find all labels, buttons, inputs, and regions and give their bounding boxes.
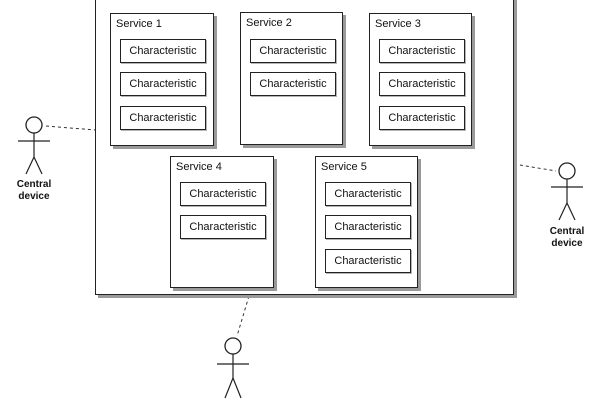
- connector-bottom: [236, 295, 250, 337]
- actor-figure-bottom: [217, 337, 249, 399]
- service-title: Service 2: [246, 17, 292, 29]
- characteristic: Characteristic: [379, 72, 465, 96]
- service-title: Service 4: [176, 161, 222, 173]
- service-title: Service 5: [321, 161, 367, 173]
- characteristic: Characteristic: [379, 106, 465, 130]
- characteristic: Characteristic: [120, 106, 206, 130]
- service-3: Service 3 Characteristic Characteristic …: [369, 13, 472, 146]
- service-title: Service 1: [116, 18, 162, 30]
- actor-label-right: Central device: [549, 226, 585, 249]
- characteristic: Characteristic: [325, 249, 411, 273]
- characteristic: Characteristic: [180, 182, 266, 206]
- service-title: Service 3: [375, 18, 421, 30]
- service-1: Service 1 Characteristic Characteristic …: [110, 13, 214, 146]
- characteristic: Characteristic: [379, 39, 465, 63]
- service-5: Service 5 Characteristic Characteristic …: [315, 156, 418, 288]
- characteristic: Characteristic: [325, 215, 411, 239]
- actor-label-left: Central device: [16, 179, 52, 202]
- service-2: Service 2 Characteristic Characteristic: [240, 12, 343, 145]
- characteristic: Characteristic: [325, 182, 411, 206]
- actor-figure-left: [18, 116, 50, 175]
- characteristic: Characteristic: [120, 72, 206, 96]
- service-4: Service 4 Characteristic Characteristic: [170, 156, 274, 288]
- characteristic: Characteristic: [250, 72, 336, 96]
- characteristic: Characteristic: [250, 39, 336, 63]
- characteristic: Characteristic: [120, 39, 206, 63]
- actor-figure-right: [551, 162, 583, 221]
- characteristic: Characteristic: [180, 215, 266, 239]
